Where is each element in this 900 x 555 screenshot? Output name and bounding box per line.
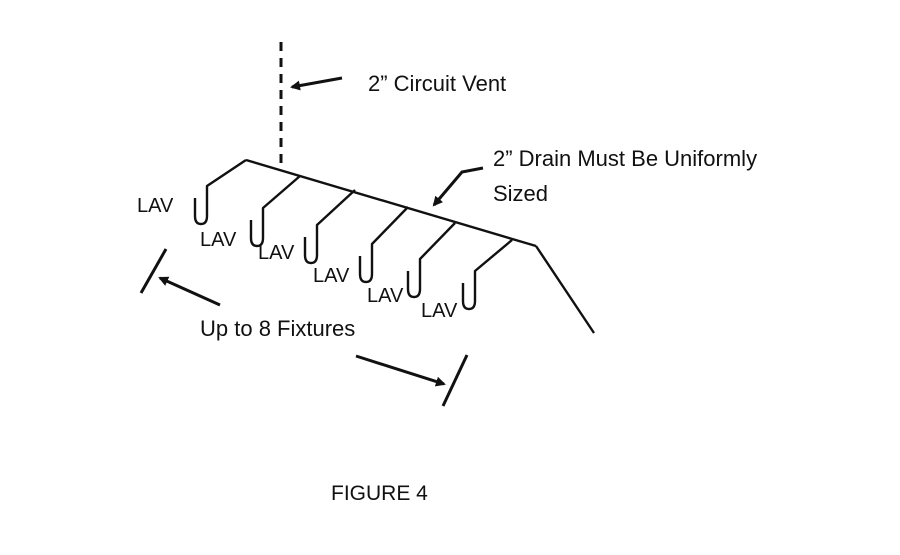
fixture-trap-branch — [249, 175, 301, 248]
drain-label-line1: 2” Drain Must Be Uniformly — [493, 146, 757, 171]
fixture-labels: LAV LAV LAV LAV LAV LAV — [137, 195, 458, 322]
drain-arrow — [432, 166, 484, 207]
fixture-label: LAV — [313, 265, 350, 287]
fixture-trap-branch — [193, 159, 247, 226]
figure-caption: FIGURE 4 — [331, 482, 428, 505]
drain-label-line2: Sized — [493, 181, 548, 206]
fixture-label: LAV — [200, 229, 237, 251]
fixture-trap-branch — [461, 239, 513, 311]
range-end-tick — [441, 354, 469, 407]
vent-arrow — [290, 76, 343, 91]
fixture-trap-branch — [406, 222, 456, 299]
range-start-tick — [139, 248, 168, 294]
fixture-trap-branch — [358, 206, 409, 284]
fixture-label: LAV — [258, 242, 295, 264]
fixture-label: LAV — [367, 285, 404, 307]
fixture-label: LAV — [137, 195, 174, 217]
fixture-range-label: Up to 8 Fixtures — [200, 316, 355, 341]
main-drain-line — [245, 158, 537, 248]
fixture-trap-branch — [303, 189, 356, 265]
range-arrow-left — [158, 276, 221, 307]
vent-label: 2” Circuit Vent — [368, 71, 506, 96]
fixture-label: LAV — [421, 300, 458, 322]
fixture-branches — [193, 159, 513, 311]
range-arrow-right — [355, 354, 446, 387]
drain-drop-line — [535, 245, 595, 334]
